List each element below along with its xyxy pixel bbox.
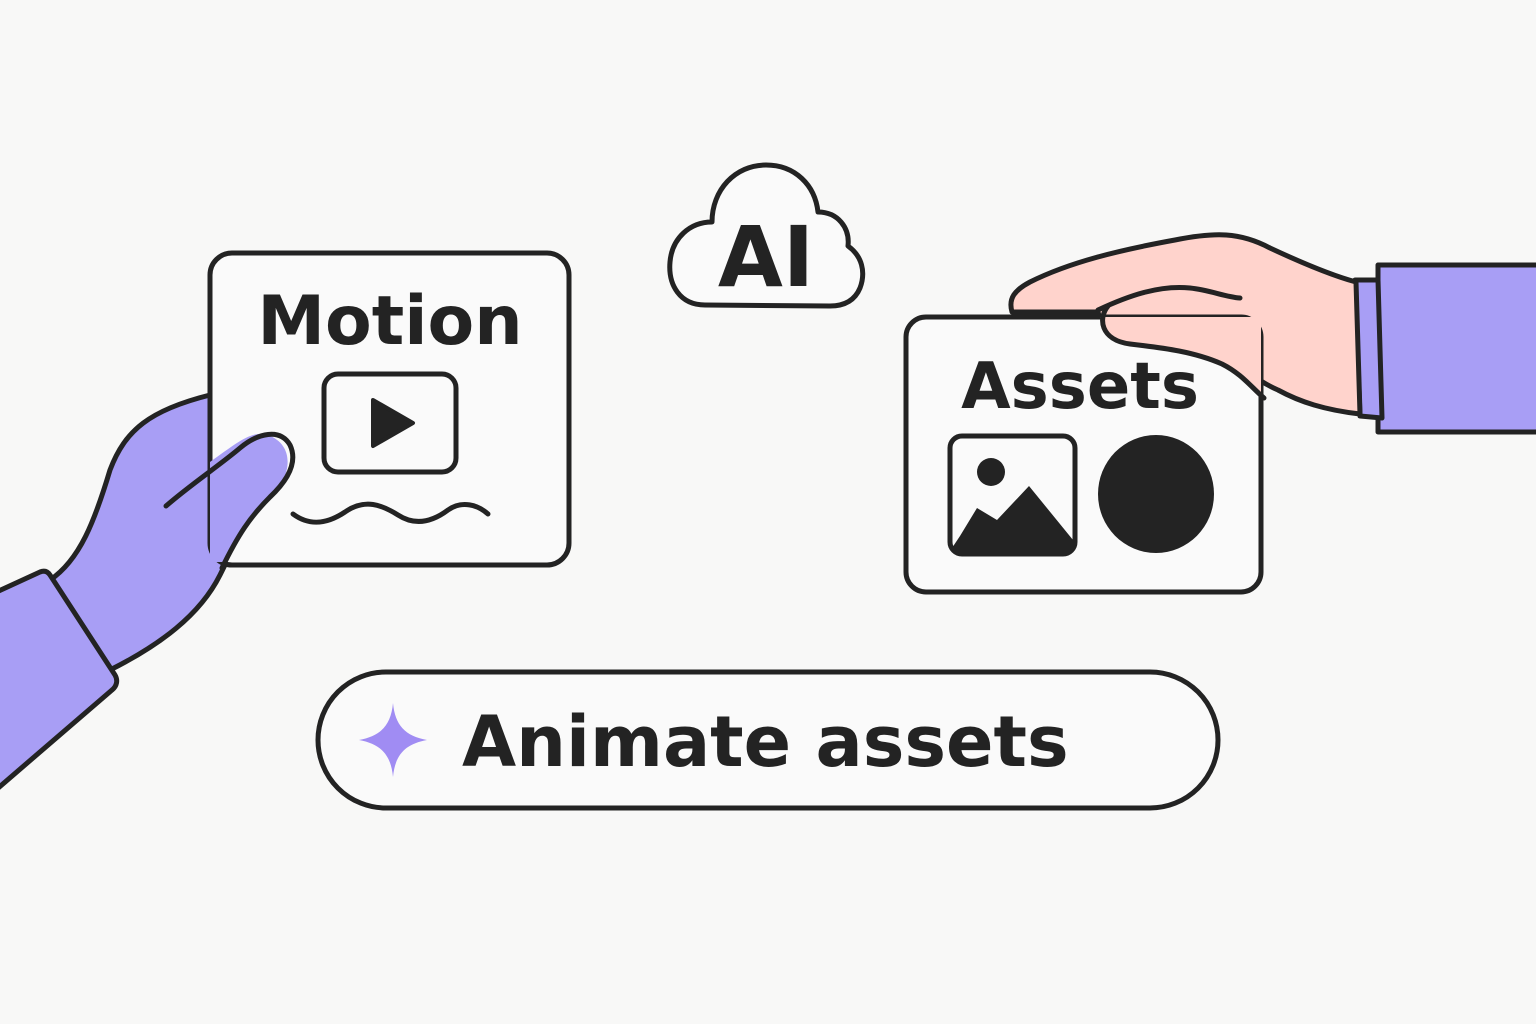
left-thumb-outline: [163, 431, 296, 571]
image-icon[interactable]: [947, 433, 1078, 557]
right-hand-finger: [1100, 317, 1261, 395]
sparkle-icon: [359, 703, 427, 777]
animate-assets-label: Animate assets: [462, 701, 1069, 783]
right-finger-outline: [1100, 303, 1267, 401]
right-sleeve: [1375, 262, 1536, 435]
motion-card-title: Motion: [257, 282, 522, 361]
animate-assets-button[interactable]: Animate assets: [315, 669, 1221, 811]
left-hand-thumb: [210, 433, 288, 562]
wave-icon: [290, 501, 491, 525]
play-icon[interactable]: [321, 371, 459, 475]
ai-label: AI: [718, 208, 814, 306]
right-hand-group: Assets: [903, 232, 1536, 595]
ai-cloud-badge: AI: [667, 162, 866, 309]
circle-icon[interactable]: [1098, 435, 1214, 553]
left-sleeve: [0, 568, 120, 790]
left-hand-group: Motion: [0, 250, 572, 790]
cloud-icon: [667, 162, 866, 309]
right-finger-crease: [1095, 284, 1243, 313]
assets-card-title: Assets: [961, 350, 1199, 424]
